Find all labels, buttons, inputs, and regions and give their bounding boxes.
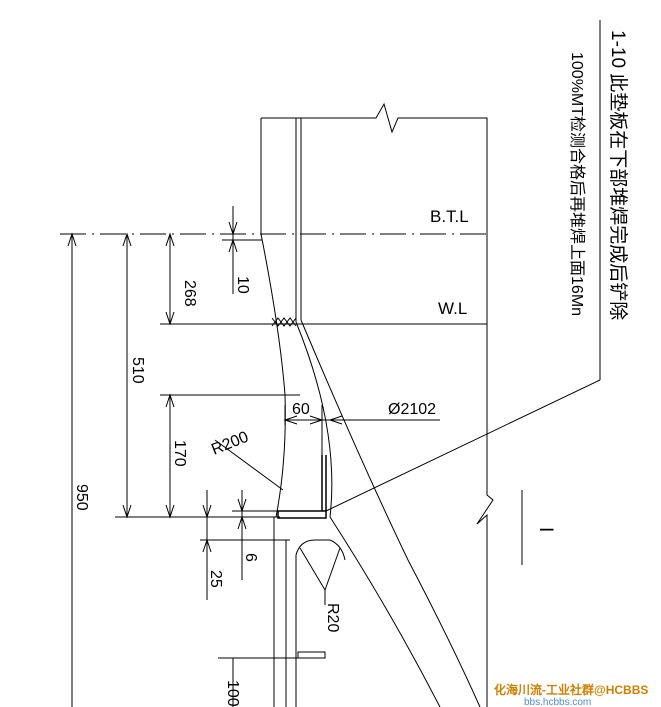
dim-6: 6 bbox=[242, 553, 259, 562]
dim-60: 60 bbox=[292, 401, 310, 418]
backing-plate bbox=[277, 455, 327, 519]
wl-label: W.L bbox=[438, 299, 467, 318]
dim-10: 10 bbox=[234, 276, 251, 294]
dim-268: 268 bbox=[181, 280, 198, 307]
hull-curves bbox=[260, 233, 481, 707]
watermark-sub: bbs.hcbbs.com bbox=[524, 697, 591, 707]
note-line-2: 100%MT检测合格后再堆焊上面16Mn bbox=[568, 52, 586, 316]
lower-stiffener bbox=[273, 517, 346, 707]
weld-symbol bbox=[271, 317, 297, 327]
dim-510: 510 bbox=[129, 357, 146, 384]
dim-170: 170 bbox=[171, 440, 188, 467]
dim-950: 950 bbox=[73, 484, 90, 511]
dim-diameter: Ø2102 bbox=[388, 401, 436, 418]
dimension-lines bbox=[67, 20, 601, 707]
wall-outline bbox=[260, 102, 494, 707]
dim-r20: R20 bbox=[324, 603, 341, 632]
section-mark: I bbox=[535, 527, 556, 532]
note-line-1: 1-10 此垫板在下部堆焊完成后铲除 bbox=[607, 30, 629, 320]
dim-100: 100 bbox=[224, 680, 241, 707]
btl-label: B.T.L bbox=[430, 207, 469, 226]
dim-r200: R200 bbox=[209, 429, 251, 459]
dim-25: 25 bbox=[207, 570, 224, 588]
watermark-main: 化海川流-工业社群@HCBBS bbox=[494, 682, 648, 697]
